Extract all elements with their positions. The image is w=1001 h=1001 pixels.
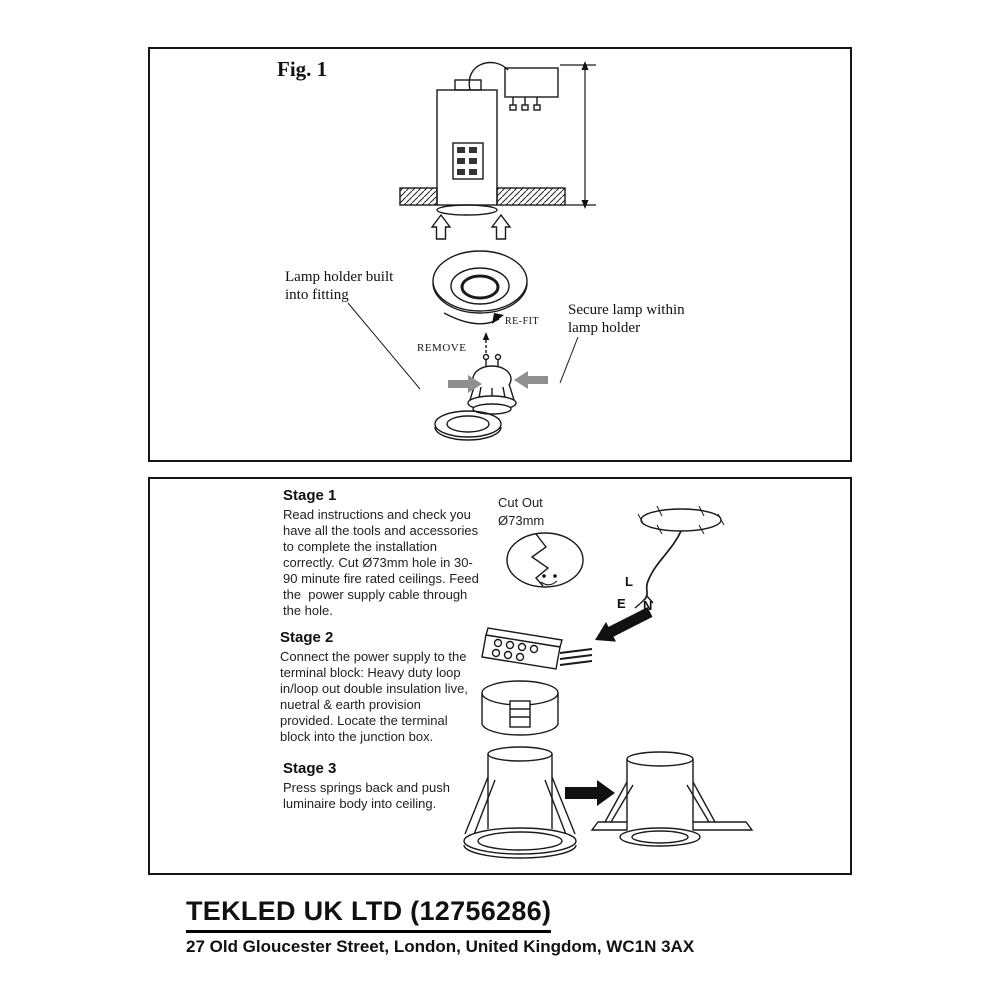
ceiling-cable-drawing	[634, 505, 725, 609]
note-lamp-holder: Lamp holder built into fitting	[285, 269, 394, 304]
stages-diagram	[463, 505, 754, 859]
stages-panel	[148, 477, 852, 875]
fig1-diagram	[347, 61, 596, 441]
push-arrow-left	[448, 375, 482, 393]
note-secure-lamp: Secure lamp within lamp holder	[568, 302, 685, 337]
wire-label-live: L	[625, 574, 633, 589]
lamp-holder-ring-drawing	[432, 250, 528, 314]
fitting-body-drawing	[436, 79, 498, 206]
company-name: TEKLED UK LTD (12756286)	[186, 895, 552, 933]
stage3-body: Press springs back and push luminaire bo…	[283, 780, 450, 811]
junction-box-drawing	[504, 67, 559, 111]
refit-arrow	[443, 312, 500, 325]
cutout-label: Cut Out Ø73mm	[498, 495, 545, 528]
push-arrow-right	[514, 371, 548, 389]
stage1-body: Read instructions and check you have all…	[283, 507, 479, 618]
fig1-title: Fig. 1	[277, 57, 328, 81]
remove-dashed-arrow	[482, 332, 490, 353]
stage2-title: Stage 2	[280, 629, 334, 646]
dimension-line	[560, 61, 596, 209]
wire-label-earth: E	[617, 596, 626, 611]
company-address: 27 Old Gloucester Street, London, United…	[186, 937, 695, 956]
refit-label: RE-FIT	[505, 316, 540, 327]
fitting-bezel-drawing	[434, 410, 502, 441]
terminal-block-drawing	[481, 627, 593, 736]
ceiling-band-drawing	[399, 187, 566, 206]
luminaire-installed-drawing	[590, 751, 754, 847]
luminaire-before-drawing	[463, 746, 577, 859]
note-pointer-right	[559, 336, 579, 384]
supply-cable-drawing	[468, 61, 509, 91]
remove-label: REMOVE	[417, 342, 467, 354]
feed-cable-arrow	[595, 607, 653, 642]
cutout-hole-drawing	[506, 532, 584, 588]
install-step-arrow	[565, 780, 615, 806]
refit-arrowhead	[492, 313, 504, 324]
stage3-title: Stage 3	[283, 760, 337, 777]
wire-label-neutral: N	[643, 598, 653, 613]
stage2-body: Connect the power supply to the terminal…	[280, 649, 468, 744]
gu10-lamp-drawing	[467, 353, 517, 415]
note-pointer-left	[347, 302, 421, 390]
bezel-edge-drawing	[436, 204, 498, 216]
up-arrow-left	[430, 213, 452, 240]
up-arrow-right	[490, 213, 512, 240]
stage1-title: Stage 1	[283, 487, 337, 504]
